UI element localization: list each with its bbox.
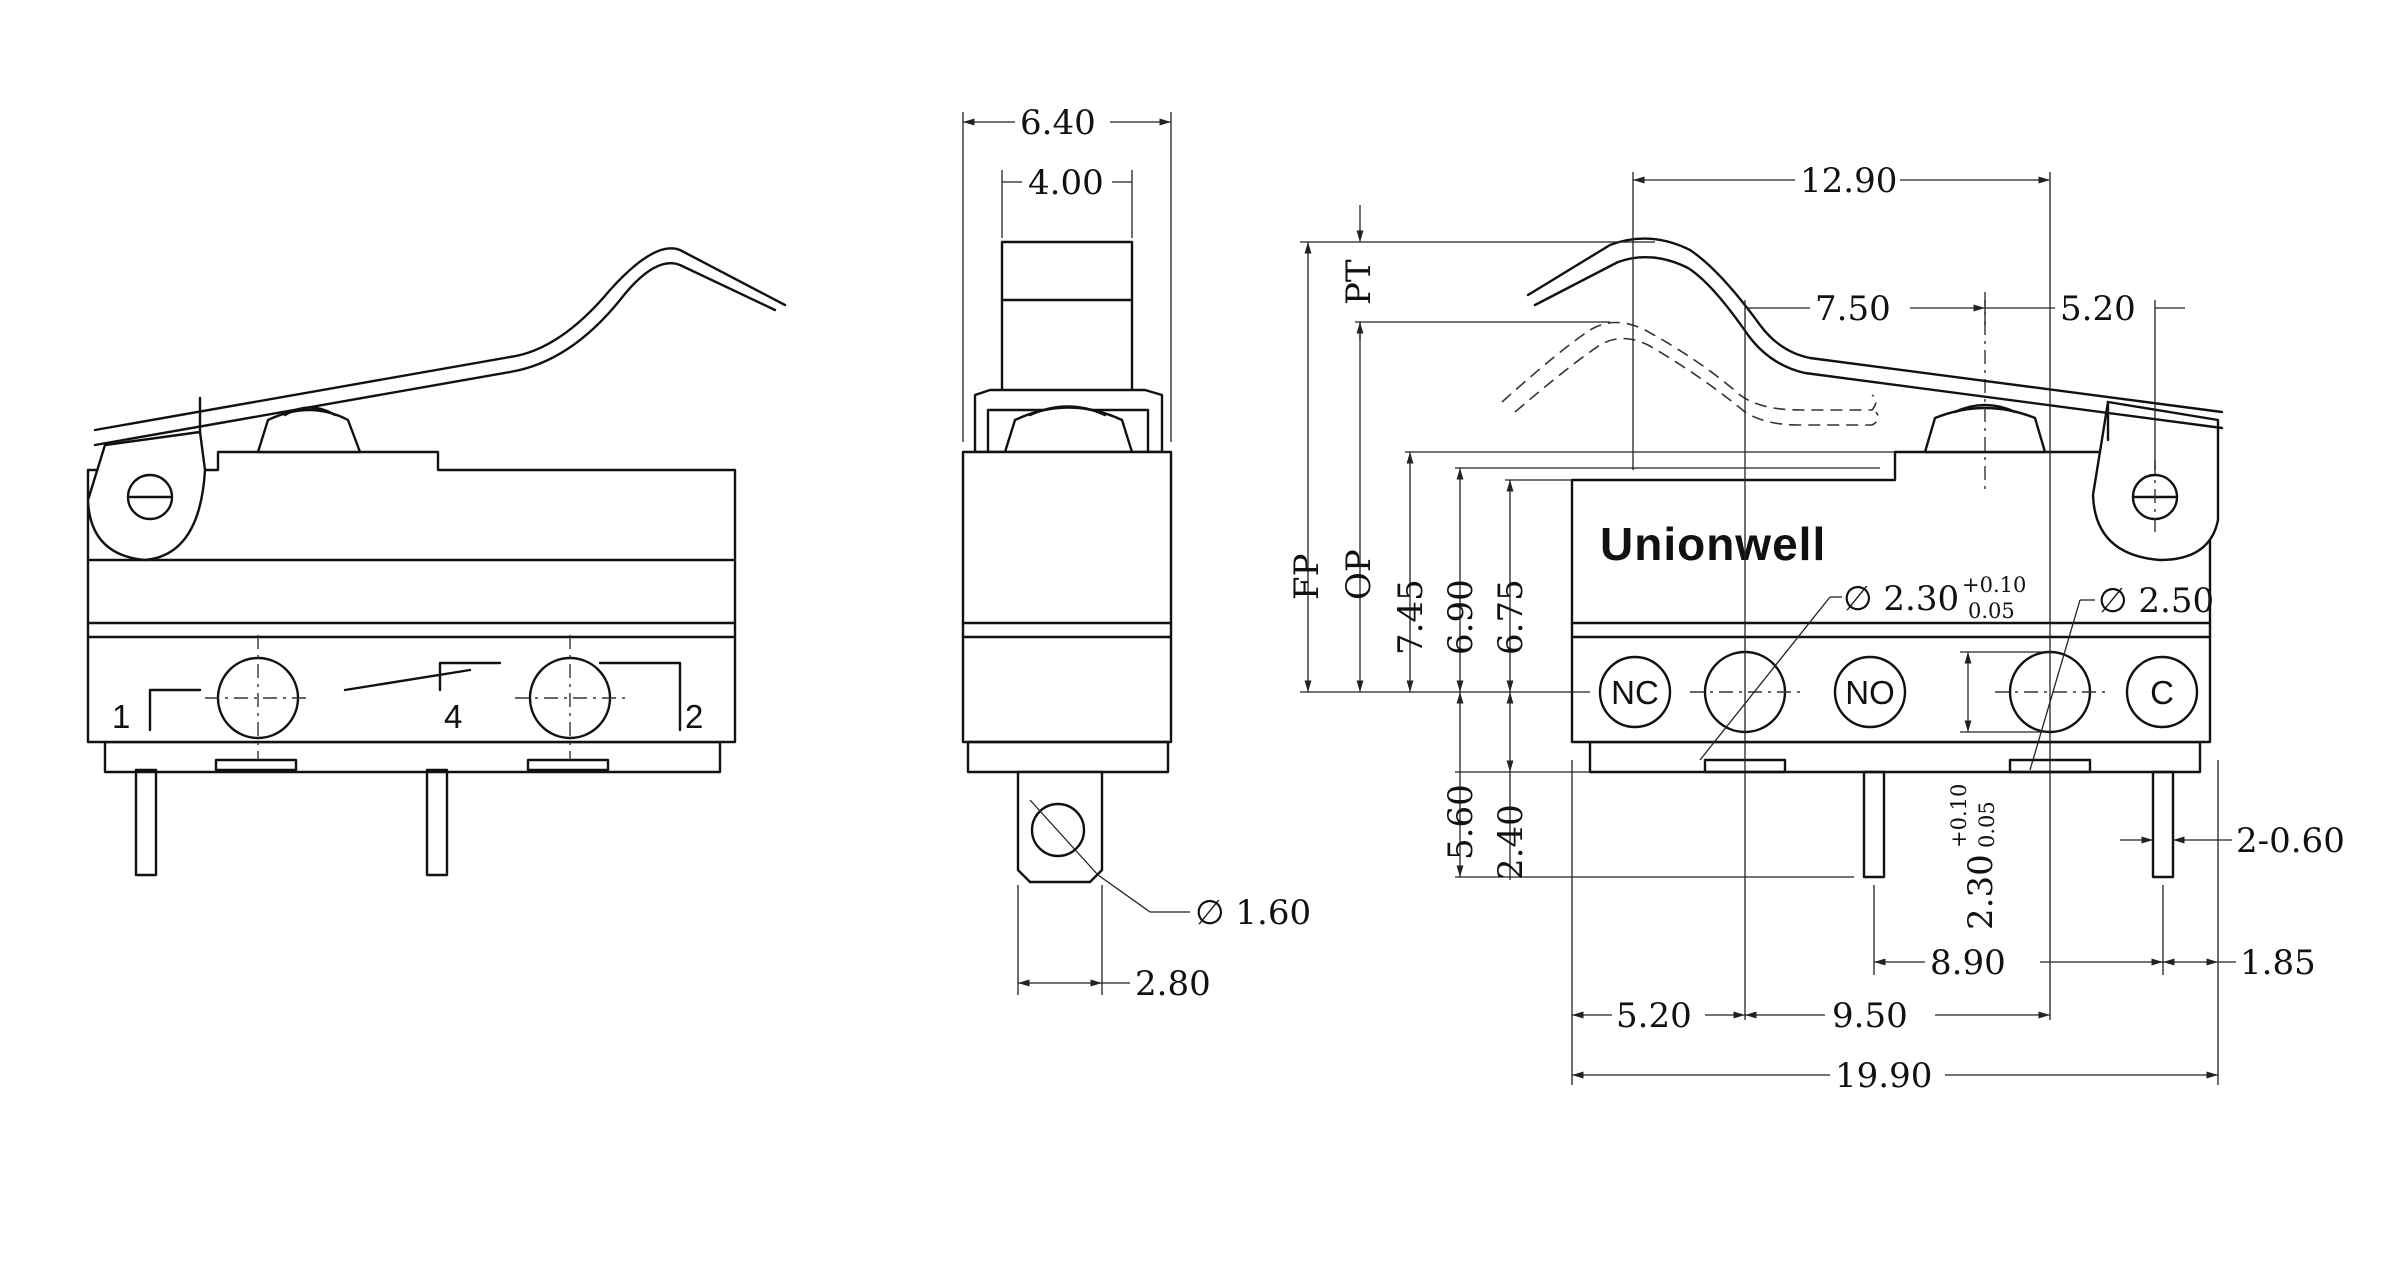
dim-1-85: 1.85 [2240, 943, 2316, 983]
dim-7-50: 7.50 [1815, 289, 1891, 329]
terminal-label-c: C [2150, 674, 2174, 711]
pin-c [2151, 770, 2175, 879]
terminal-nc [1598, 655, 1672, 729]
dim-6-40: 6.40 [1020, 103, 1096, 143]
side-body [961, 450, 1173, 744]
terminal-label-4: 4 [444, 698, 462, 735]
dim-hole-1-60: ∅ 1.60 [1195, 893, 1311, 933]
dim-5-20-top: 5.20 [2060, 289, 2136, 329]
base-tab-2 [526, 758, 610, 772]
dim-vert-2-30-tol-upper: +0.10 [1947, 784, 1971, 848]
plunger [256, 408, 362, 454]
tab-hole [1030, 802, 1086, 858]
dim-8-90: 8.90 [1930, 943, 2006, 983]
lever-operated-position [1501, 321, 1877, 411]
dim-2-80: 2.80 [1135, 964, 1211, 1004]
dim-2-40: 2.40 [1491, 804, 1531, 880]
dim-5-20-bottom: 5.20 [1616, 996, 1692, 1036]
dim-vert-2-30: 2.30 [1961, 854, 2001, 930]
terminal-label-2: 2 [685, 698, 703, 735]
dim-12-90: 12.90 [1800, 161, 1897, 201]
dim-fp: FP [1287, 554, 1327, 600]
base-tab-1 [214, 758, 298, 772]
terminal-no [1833, 655, 1907, 729]
pin-left [134, 768, 158, 877]
dim-4-00: 4.00 [1028, 163, 1104, 203]
dim-hole-2-30-tol-lower: 0.05 [1968, 599, 2015, 623]
brand-logo: Unionwell [1600, 518, 1826, 570]
dim-hole-2-30: ∅ 2.30 [1843, 579, 1959, 619]
dim-9-50: 9.50 [1832, 996, 1908, 1036]
lever-arm [93, 247, 787, 432]
terminal-label-nc: NC [1611, 674, 1659, 711]
dim-6-90: 6.90 [1441, 579, 1481, 655]
front-lever-arm [1526, 237, 2224, 414]
dim-7-45: 7.45 [1391, 579, 1431, 655]
dim-6-75: 6.75 [1491, 579, 1531, 655]
base-strip [103, 740, 722, 774]
pin-middle [425, 768, 449, 877]
dim-pt: PT [1339, 259, 1379, 305]
dim-19-90: 19.90 [1835, 1056, 1932, 1096]
left-view: 1 4 2 [86, 247, 787, 877]
pin-no [1862, 770, 1886, 879]
side-tab [1016, 770, 1104, 884]
dim-hole-2-30-tol-upper: +0.10 [1962, 573, 2026, 597]
dim-hole-2-50: ∅ 2.50 [2098, 581, 2214, 621]
front-view: NC NO C Unionwell 12.90 7.50 5.20 FP [1287, 161, 2345, 1096]
dim-op: OP [1339, 549, 1379, 600]
terminal-c [2125, 655, 2199, 729]
dim-2-0-60: 2-0.60 [2236, 821, 2345, 861]
side-view: 6.40 4.00 ∅ 1.60 2.80 [961, 103, 1311, 1004]
terminal-label-no: NO [1845, 674, 1895, 711]
dim-vert-2-30-tol-lower: 0.05 [1975, 801, 1999, 848]
dim-5-60: 5.60 [1441, 784, 1481, 860]
terminal-label-1: 1 [112, 698, 130, 735]
